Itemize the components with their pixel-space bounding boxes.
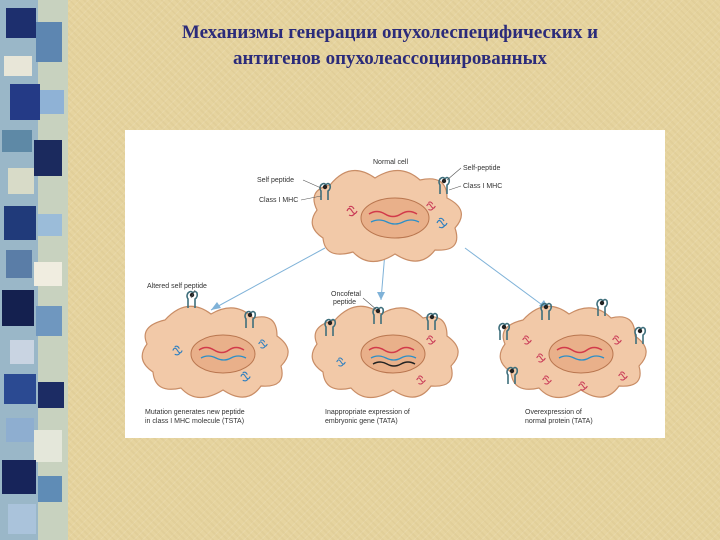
label-oncofetal-peptide: peptide — [333, 299, 356, 306]
caption-right-line-1: Overexpression of — [525, 409, 582, 416]
label-self-peptide-right: Self-peptide — [463, 165, 500, 172]
caption-left-line-1: Mutation generates new peptide — [145, 409, 245, 416]
tumor-antigen-figure: Normal cell Self peptide Class I MHC Sel… — [125, 130, 665, 438]
tsta-cell — [141, 290, 289, 399]
label-self-peptide-left: Self peptide — [257, 177, 294, 184]
caption-right-line-2: normal protein (TATA) — [525, 418, 593, 425]
diagram-labels: Normal cell Self peptide Class I MHC Sel… — [145, 159, 593, 425]
leader-lines — [190, 167, 462, 311]
normal-cell — [311, 169, 462, 263]
slide-title-line-2: антигенов опухолеассоциированных — [233, 48, 547, 69]
label-class-mhc-left: Class I MHC — [259, 197, 298, 204]
decorative-strip — [0, 0, 68, 540]
label-normal-cell: Normal cell — [373, 159, 408, 166]
slide-title: Механизмы генерации опухолеспецифических… — [90, 20, 690, 72]
tata-overexpression-cell — [498, 298, 647, 399]
cell-diagram: Normal cell Self peptide Class I MHC Sel… — [141, 159, 647, 425]
label-altered-self-peptide: Altered self peptide — [147, 283, 207, 290]
label-class-mhc-right: Class I MHC — [463, 183, 502, 190]
tata-embryonic-cell — [311, 305, 459, 399]
slide-title-line-1: Механизмы генерации опухолеспецифических… — [181, 22, 599, 43]
caption-middle-line-2: embryonic gene (TATA) — [325, 418, 398, 425]
arrow-left — [210, 247, 326, 311]
label-oncofetal: Oncofetal — [331, 291, 361, 298]
arrow-right — [464, 247, 550, 311]
caption-middle-line-1: Inappropriate expression of — [325, 409, 410, 416]
caption-left-line-2: in class I MHC molecule (TSTA) — [145, 418, 244, 425]
